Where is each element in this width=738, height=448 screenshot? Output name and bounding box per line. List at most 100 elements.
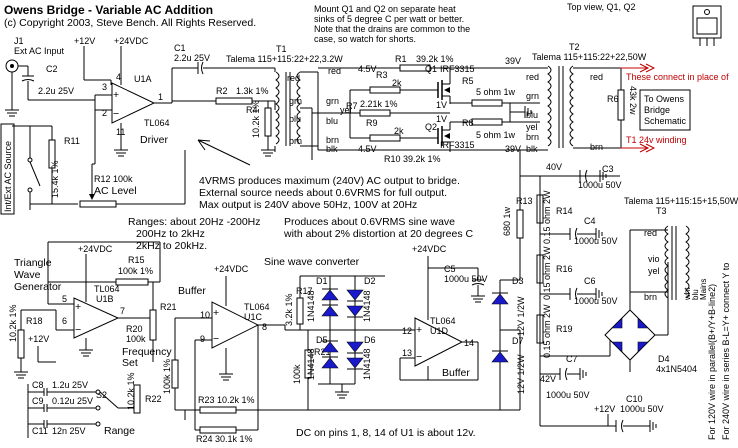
r20-value: 100k <box>126 334 146 344</box>
v1-top: 1V <box>436 100 447 110</box>
r6-resistor <box>617 89 625 121</box>
c4-label: C4 <box>584 216 596 226</box>
svg-text:with about 2% distortion at 20: with about 2% distortion at 20 degrees C <box>283 228 474 240</box>
r6-label: R6 <box>607 94 619 104</box>
driver-label: Driver <box>140 134 169 146</box>
svg-text:C8: C8 <box>32 380 44 390</box>
c2-label: C2 <box>46 64 58 74</box>
t1-pin-red: red <box>287 73 300 83</box>
q-pin-red: red <box>328 66 341 76</box>
r8-resistor <box>471 118 503 126</box>
svg-text:Generator: Generator <box>14 281 62 293</box>
r19-label: R19 <box>556 324 573 334</box>
ground-icon <box>114 149 128 157</box>
svg-text:+: + <box>113 89 119 101</box>
int-ext-switch[interactable] <box>27 157 41 193</box>
r21-value: 100k 1% <box>162 359 172 394</box>
p24-label: +24VDC <box>114 36 149 46</box>
r8-value: 5 ohm 1w <box>476 130 516 140</box>
q1-mosfet <box>437 68 451 104</box>
d2-diode <box>346 289 364 301</box>
t2-transformer <box>547 65 574 148</box>
p12-label-c10: +12V <box>594 404 615 414</box>
r12-wiper-arrow <box>89 164 95 200</box>
q-pin-grn: grn <box>326 96 339 106</box>
r21-label: R21 <box>160 302 177 312</box>
r20-potentiometer[interactable] <box>149 309 157 341</box>
d5-diode <box>321 341 339 353</box>
r22-resistor <box>133 384 141 414</box>
u1c-type: TL064 <box>244 302 270 312</box>
svg-text:External source needs about 0.: External source needs about 0.6VRMS for … <box>199 187 447 199</box>
u1b-label: U1B <box>96 294 114 304</box>
r5-resistor <box>471 99 503 107</box>
d6-diode <box>346 341 364 353</box>
svg-text:+: + <box>75 301 81 313</box>
q1-type: IRF3315 <box>440 64 475 74</box>
svg-text:−: − <box>113 108 119 120</box>
r12-potentiometer[interactable] <box>79 200 117 208</box>
t1-winding-note: T1 24v winding <box>626 135 687 145</box>
u1c-opamp: + − <box>211 301 260 349</box>
c1-capacitor <box>197 61 204 75</box>
r9-label: R9 <box>366 118 378 128</box>
c7-label: C7 <box>566 354 578 364</box>
t3-pin-vio: vio <box>648 254 660 264</box>
ground-icon <box>599 170 607 182</box>
connect-arrow-top <box>620 63 656 73</box>
u1b-pin7: 7 <box>120 306 125 316</box>
c6-value: 1000u 50V <box>574 296 618 306</box>
u1b-opamp: + − <box>73 297 120 339</box>
d7-label: D7 <box>512 336 524 346</box>
svg-text:Ranges: about 20Hz -200Hz: Ranges: about 20Hz -200Hz <box>128 216 261 228</box>
owens-bridge-link-box[interactable]: To Owens Bridge Schematic <box>639 89 691 131</box>
ground-icon <box>649 420 657 432</box>
u1b-type: TL064 <box>94 284 120 294</box>
svg-text:wht: wht <box>683 287 692 301</box>
j1-jack-icon[interactable] <box>5 59 19 73</box>
ground-icon <box>595 228 603 240</box>
range-label: Range <box>104 425 135 437</box>
svg-text:4VRMS produces maximum (240V): 4VRMS produces maximum (240V) AC output … <box>199 175 460 187</box>
v39-top: 39V <box>505 56 521 66</box>
r16-value: 0.15 ohm 2W <box>542 246 552 300</box>
c1-value: 2.2u 25V <box>174 53 210 63</box>
r9-value: 2k <box>394 126 404 136</box>
r22-label: R22 <box>145 394 162 404</box>
q1-label: Q1 <box>425 64 437 74</box>
ground-icon <box>79 349 93 357</box>
c2-capacitor <box>21 75 35 82</box>
svg-text:1.2u 25V: 1.2u 25V <box>52 380 88 390</box>
c10-label: C10 <box>626 394 643 404</box>
j1-label: J1 <box>14 36 24 46</box>
svg-text:Note that the drains are commo: Note that the drains are common to the <box>314 24 470 34</box>
svg-text:Frequency: Frequency <box>122 346 172 358</box>
d4-value: 4x1N5404 <box>656 364 697 374</box>
r7-value: 2.21k 1% <box>360 99 398 109</box>
p24-label-u1c: +24VDC <box>214 264 249 274</box>
d5b-diode <box>321 357 339 369</box>
svg-text:Bridge: Bridge <box>644 105 670 115</box>
q2-label: Q2 <box>425 122 437 132</box>
t1-name: Talema 115+115:22+22,3.2W <box>226 54 343 64</box>
r1-label: R1 <box>395 54 407 64</box>
r20-label: R20 <box>126 324 143 334</box>
c5-label: C5 <box>444 264 456 274</box>
ground-icon <box>335 391 349 399</box>
d7-value: 12V 1/2W <box>516 354 526 394</box>
triangle-label: Triangle Wave Generator <box>14 257 62 293</box>
r13-label: R13 <box>516 196 533 206</box>
copyright-text: (c) Copyright 2003, Steve Bench. All Rig… <box>4 17 256 29</box>
r7-label: R7 <box>346 101 358 111</box>
svg-text:12n 25V: 12n 25V <box>52 426 86 436</box>
u1a-opamp: + − <box>111 82 156 124</box>
t2-out-brn: brn <box>590 142 603 152</box>
r18-resistor <box>17 329 25 359</box>
r17-value: 3.2k 1% <box>284 293 294 326</box>
r13-resistor <box>516 209 524 239</box>
r14-label: R14 <box>556 206 573 216</box>
p12-label: +12V <box>74 36 95 46</box>
s2-label: S2 <box>96 390 107 400</box>
range-switch[interactable] <box>95 389 134 427</box>
c1-label: C1 <box>174 43 186 53</box>
